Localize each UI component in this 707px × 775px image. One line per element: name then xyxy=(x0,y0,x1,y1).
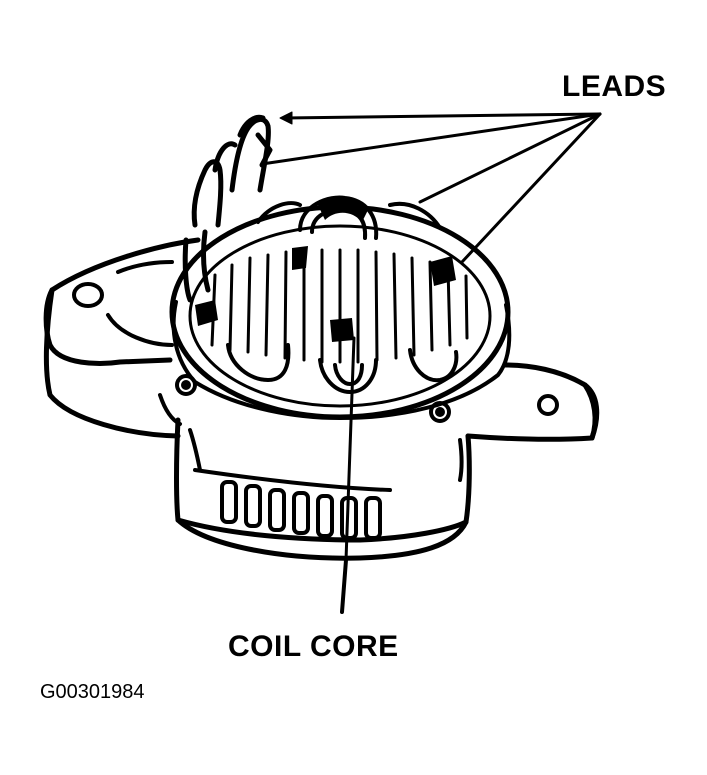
figure-id: G00301984 xyxy=(40,681,145,703)
mounting-bolts xyxy=(175,374,559,423)
coil-core-label: COIL CORE xyxy=(228,630,399,663)
cooling-fins xyxy=(188,428,464,540)
mounting-ear-details xyxy=(72,260,182,426)
stator-leads xyxy=(182,114,273,303)
leader-lines xyxy=(260,112,602,614)
leader-arrowhead xyxy=(279,111,293,125)
stator-windings xyxy=(210,248,469,364)
leads-label: LEADS xyxy=(562,70,667,103)
wire-bundles-filled xyxy=(195,198,456,342)
